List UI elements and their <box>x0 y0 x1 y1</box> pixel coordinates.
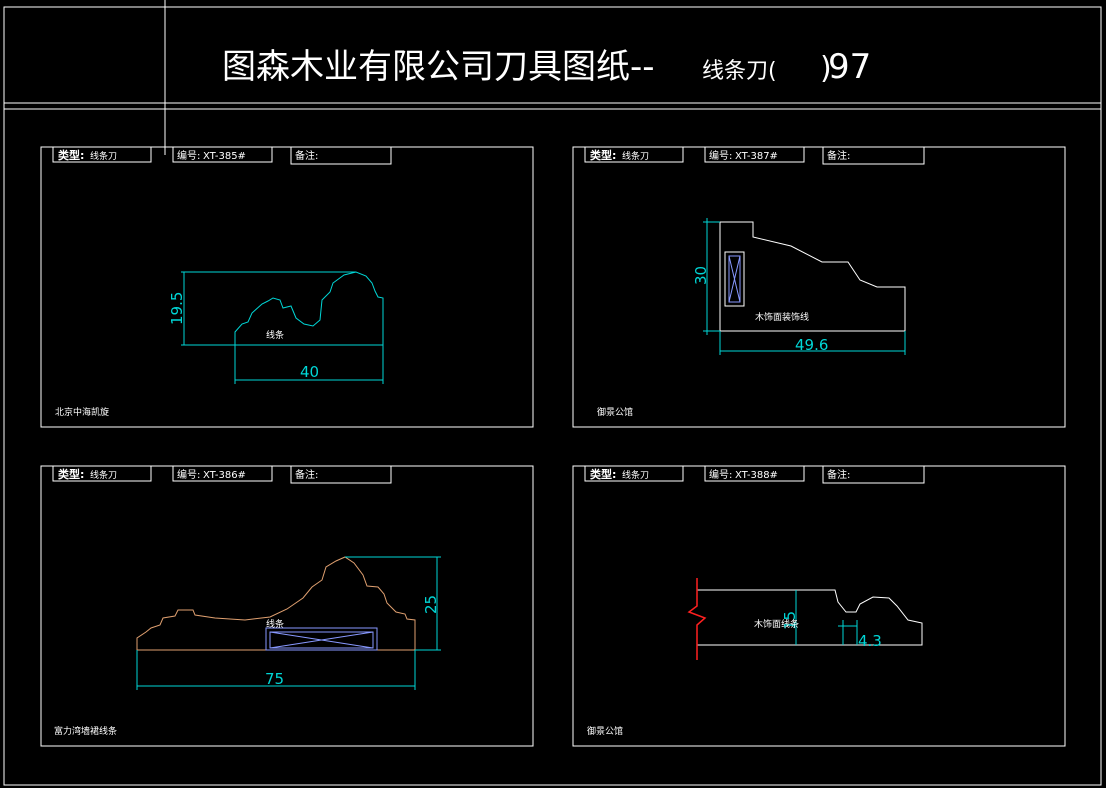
code-box <box>704 465 805 482</box>
type-value: 线条刀 <box>90 469 117 481</box>
note-box <box>822 146 925 165</box>
caption: 富力湾墙裙线条 <box>54 725 117 737</box>
code-box <box>172 146 273 163</box>
panel-3: 类型: 线条刀 编号: XT-386# 备注: 25 75 线条 富力湾墙裙线条 <box>40 465 534 747</box>
dim-height: 25 <box>422 595 440 614</box>
moulding-profile <box>234 271 384 345</box>
note-label: 备注: <box>295 468 318 481</box>
panel-frame <box>40 465 534 747</box>
caption: 御景公馆 <box>587 725 623 737</box>
code-label: 编号: <box>177 149 200 162</box>
panel-frame <box>572 465 1066 747</box>
dim-width: 4.3 <box>858 632 882 650</box>
type-label: 类型: <box>58 148 84 162</box>
part-label: 木饰面线条 <box>754 618 799 630</box>
mount-box <box>724 251 745 307</box>
panel-frame <box>40 146 534 428</box>
caption: 御景公馆 <box>597 406 633 418</box>
code-value: XT-387# <box>735 151 778 162</box>
break-line <box>687 578 707 660</box>
panel-frame <box>572 146 1066 428</box>
title-close: ) <box>820 51 832 86</box>
code-box <box>704 146 805 163</box>
code-box <box>172 465 273 482</box>
title-number: 97 <box>828 47 871 87</box>
type-label: 类型: <box>590 467 616 481</box>
mount-box-outer <box>265 627 378 651</box>
type-box <box>52 465 152 482</box>
part-label: 线条 <box>266 618 284 630</box>
note-box <box>290 465 392 484</box>
title-suffix: 线条刀( <box>702 59 777 84</box>
dim-width: 49.6 <box>795 336 828 354</box>
type-value: 线条刀 <box>90 150 117 162</box>
type-label: 类型: <box>58 467 84 481</box>
moulding-profile <box>697 589 923 646</box>
panel-4: 类型: 线条刀 编号: XT-388# 备注: 15 4.3 木饰面线条 御景公… <box>572 465 1066 747</box>
code-value: XT-386# <box>203 470 246 481</box>
panel-1: 类型: 线条刀 编号: XT-385# 备注: 19.5 40 线条 北京中海凯… <box>40 146 534 428</box>
note-label: 备注: <box>827 149 850 162</box>
outer-frame <box>3 6 1102 786</box>
type-label: 类型: <box>590 148 616 162</box>
part-label: 线条 <box>266 329 284 341</box>
type-box <box>584 465 684 482</box>
note-label: 备注: <box>827 468 850 481</box>
dim-height: 30 <box>692 266 710 285</box>
code-label: 编号: <box>177 468 200 481</box>
code-value: XT-388# <box>735 470 778 481</box>
part-label: 木饰面装饰线 <box>755 311 809 323</box>
title-main: 图森木业有限公司刀具图纸-- <box>222 47 655 87</box>
moulding-profile <box>719 221 906 332</box>
mount-box-cross-b <box>269 631 374 649</box>
mount-box-cross-b <box>728 255 741 303</box>
note-box <box>822 465 925 484</box>
note-box <box>290 146 392 165</box>
caption: 北京中海凯旋 <box>55 406 109 418</box>
mount-box-inner <box>269 631 374 649</box>
panel-2: 类型: 线条刀 编号: XT-387# 备注: 30 49.6 木饰面装饰线 御… <box>572 146 1066 428</box>
mount-box-inner <box>728 255 741 303</box>
type-value: 线条刀 <box>622 150 649 162</box>
note-label: 备注: <box>295 149 318 162</box>
type-box <box>584 146 684 163</box>
type-value: 线条刀 <box>622 469 649 481</box>
dim-height: 15 <box>781 611 799 630</box>
code-label: 编号: <box>709 149 732 162</box>
code-label: 编号: <box>709 468 732 481</box>
moulding-profile <box>136 556 416 651</box>
dim-width: 75 <box>265 670 284 688</box>
dim-width: 40 <box>300 363 319 381</box>
dim-height: 19.5 <box>168 292 186 325</box>
code-value: XT-385# <box>203 151 246 162</box>
type-box <box>52 146 152 163</box>
